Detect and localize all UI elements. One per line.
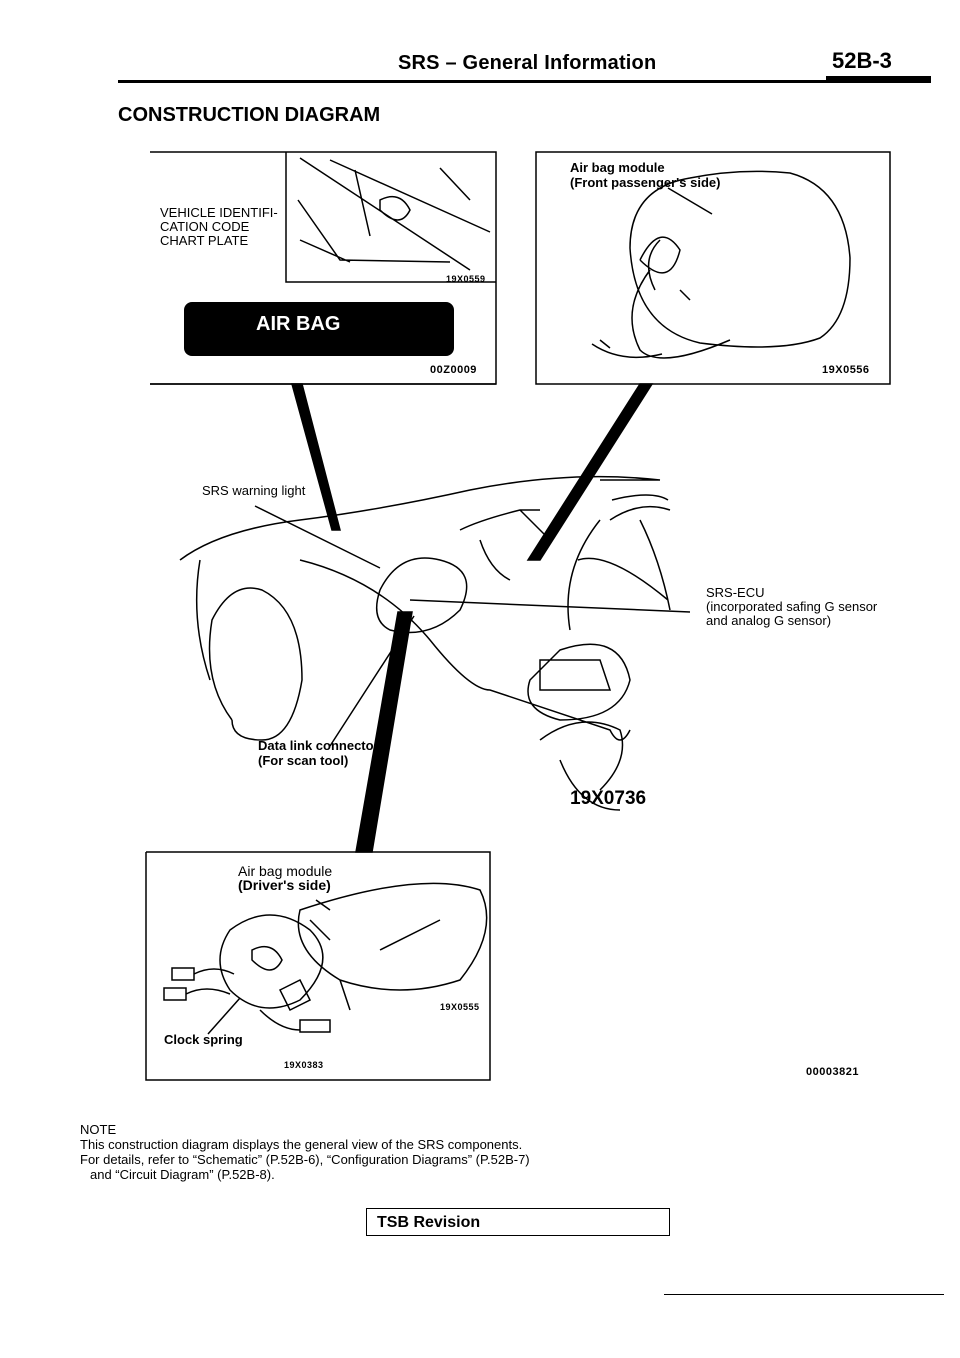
note-block: NOTE This construction diagram displays … <box>80 1122 530 1182</box>
srs-ecu-line3: and analog G sensor) <box>706 613 832 628</box>
page-number: 52B-3 <box>832 48 892 73</box>
driver-module-label: Air bag module (Driver's side) <box>238 864 332 892</box>
front-module-line1: Air bag module <box>570 160 665 175</box>
driver-module-panel-frame <box>145 851 491 1081</box>
clock-spring-label: Clock spring <box>164 1032 243 1047</box>
vehicle-code-plate-label: VEHICLE IDENTIFI- CATION CODE CHART PLAT… <box>160 206 278 248</box>
vehicle-code-plate-line1: VEHICLE IDENTIFI- <box>160 205 278 220</box>
passenger-module-sketch <box>591 170 851 359</box>
driver-airbag-sketch <box>297 882 488 1011</box>
leader-top-left <box>291 383 341 531</box>
srs-ecu-label: SRS-ECU (incorporated safing G sensor an… <box>706 586 877 628</box>
fig-code-badge: 00Z0009 <box>430 364 477 376</box>
tsb-revision-box: TSB Revision <box>366 1208 670 1236</box>
srs-ecu-line1: SRS-ECU <box>706 585 765 600</box>
airbag-badge: AIR BAG <box>184 302 454 356</box>
section-title: CONSTRUCTION DIAGRAM <box>118 104 381 126</box>
fig-code-driver-module: 19X0555 <box>440 1002 480 1012</box>
vehicle-code-plate-line2: CATION CODE <box>160 219 250 234</box>
fig-code-front-module: 19X0556 <box>822 364 870 376</box>
warning-light-label: SRS warning light <box>202 483 306 498</box>
header-rule-thick <box>826 76 931 83</box>
driver-module-line1: Air bag module <box>238 863 333 879</box>
fig-code-plate: 19X0559 <box>446 274 486 284</box>
data-link-label: Data link connector (For scan tool) <box>258 738 379 768</box>
leader-bottom <box>355 611 413 853</box>
driver-module-line2: (Driver's side) <box>238 877 331 893</box>
leader-top-right <box>526 383 654 561</box>
vehicle-code-plate-line3: CHART PLATE <box>160 233 249 248</box>
tsb-revision-label: TSB Revision <box>377 1214 481 1231</box>
note-line3: and “Circuit Diagram” (P.52B-8). <box>90 1167 275 1182</box>
data-link-line2: (For scan tool) <box>258 753 349 768</box>
front-module-label: Air bag module (Front passenger's side) <box>570 160 720 190</box>
note-line1: This construction diagram displays the g… <box>80 1137 523 1152</box>
fig-code-clock-spring: 19X0383 <box>284 1060 324 1070</box>
car-body-sketch <box>179 475 671 811</box>
windshield-sketch <box>297 157 491 271</box>
fig-code-main: 19X0736 <box>570 788 647 809</box>
front-module-panel-frame <box>535 151 891 385</box>
page-header-title: SRS – General Information <box>398 52 657 74</box>
fig-code-overall: 00003821 <box>806 1066 859 1078</box>
header-rule <box>118 80 826 83</box>
data-link-line1: Data link connector <box>258 738 379 753</box>
note-line2: For details, refer to “Schematic” (P.52B… <box>80 1152 530 1167</box>
airbag-badge-text: AIR BAG <box>256 313 341 335</box>
footer-rule <box>664 1294 944 1295</box>
clock-spring-sketch <box>163 914 331 1033</box>
srs-ecu-line2: (incorporated safing G sensor <box>706 599 878 614</box>
front-module-line2: (Front passenger's side) <box>570 175 721 190</box>
note-label: NOTE <box>80 1122 117 1137</box>
